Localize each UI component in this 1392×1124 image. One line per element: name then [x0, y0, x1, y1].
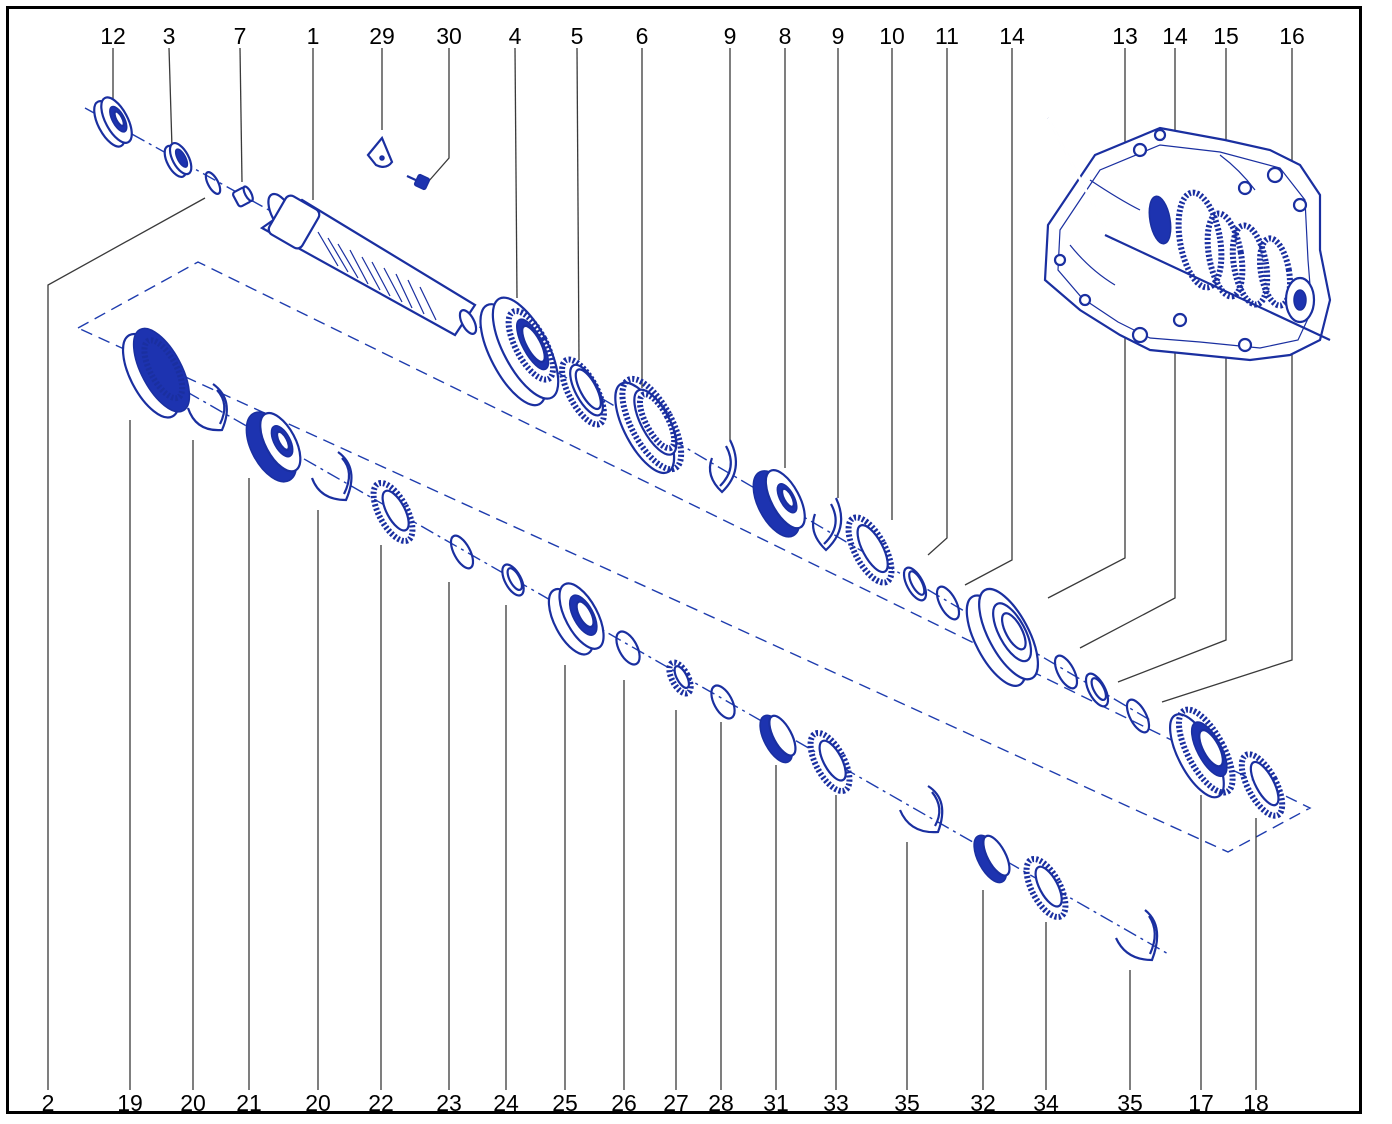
label-5: 5 [571, 23, 584, 49]
label-22: 22 [368, 1090, 394, 1116]
label-32: 32 [970, 1090, 996, 1116]
part-4-gear [479, 296, 560, 407]
label-20b: 20 [305, 1090, 331, 1116]
label-35a: 35 [894, 1090, 920, 1116]
label-19: 19 [117, 1090, 143, 1116]
part-28-washer [710, 684, 736, 720]
label-13: 13 [1112, 23, 1138, 49]
part-13-gear [965, 587, 1040, 687]
label-15: 15 [1213, 23, 1239, 49]
label-27: 27 [663, 1090, 689, 1116]
label-11: 11 [935, 23, 959, 49]
label-14b: 14 [1162, 23, 1188, 49]
leader-lines [47, 47, 1293, 1090]
part-16-washer [1125, 698, 1151, 734]
lower-axis [139, 364, 1171, 956]
part-33-synchro-ring [807, 729, 853, 795]
label-14a: 14 [999, 23, 1025, 49]
part-35-clip-b [1114, 909, 1159, 962]
part-19-sleeve [121, 327, 191, 419]
label-30: 30 [436, 23, 462, 49]
part-24-ring [501, 563, 525, 597]
part-31-synchro-ring [759, 714, 797, 764]
dashed-subassembly-outline [77, 261, 1312, 853]
part-32-synchro-ring [973, 834, 1011, 884]
label-24: 24 [493, 1090, 519, 1116]
part-10-synchro-ring [845, 514, 895, 586]
label-31: 31 [763, 1090, 789, 1116]
part-29-clip [366, 135, 394, 169]
part-8-synchro-hub [752, 469, 806, 538]
part-18-synchro-ring [1238, 751, 1286, 819]
part-12-bearing [93, 96, 133, 148]
label-3: 3 [163, 23, 176, 49]
label-33: 33 [823, 1090, 849, 1116]
part-21-synchro-hub [245, 411, 302, 483]
part-25-gear [547, 582, 605, 656]
label-18: 18 [1243, 1090, 1269, 1116]
part-11-ring [902, 566, 928, 602]
part-30-bolt [406, 173, 431, 191]
label-29: 29 [369, 23, 395, 49]
label-28: 28 [708, 1090, 734, 1116]
part-9-clip-b [811, 497, 843, 552]
part-6-gear [614, 375, 685, 475]
label-21: 21 [236, 1090, 262, 1116]
label-34: 34 [1033, 1090, 1059, 1116]
part-35-clip-a [898, 785, 944, 834]
label-16: 16 [1279, 23, 1305, 49]
label-4: 4 [509, 23, 522, 49]
part-26-washer [615, 630, 641, 666]
part-17-gear [1169, 706, 1236, 799]
part-3-ring [163, 142, 193, 178]
part-2-snap-ring [204, 171, 222, 195]
part-9-clip-a [708, 439, 738, 494]
label-1: 1 [307, 23, 320, 49]
label-17: 17 [1188, 1090, 1214, 1116]
part-15-ring [1084, 672, 1110, 708]
part-14-washer-a [935, 585, 961, 621]
label-8: 8 [779, 23, 792, 49]
part-7-bushing [232, 185, 254, 208]
bottom-labels: 2 19 20 21 20 22 23 24 25 26 27 28 31 33… [42, 1090, 1269, 1116]
part-23-washer [449, 534, 475, 570]
label-9b: 9 [832, 23, 845, 49]
part-20-clip-a [186, 383, 228, 432]
part-27-ring [666, 659, 694, 697]
label-35b: 35 [1117, 1090, 1143, 1116]
part-14-washer-b [1053, 654, 1079, 690]
label-7: 7 [234, 23, 247, 49]
label-20a: 20 [180, 1090, 206, 1116]
top-labels: 12 3 7 1 29 30 4 5 6 9 8 9 10 11 14 13 1… [100, 23, 1305, 49]
label-23: 23 [436, 1090, 462, 1116]
label-2: 2 [42, 1090, 55, 1116]
label-12: 12 [100, 23, 126, 49]
label-6: 6 [636, 23, 649, 49]
part-20-clip-b [310, 451, 353, 502]
gearbox-assembly-icon [1043, 117, 1332, 362]
label-9a: 9 [724, 23, 737, 49]
label-10: 10 [879, 23, 905, 49]
part-34-synchro-ring [1023, 855, 1069, 921]
part-5-synchro-ring [559, 356, 607, 428]
part-22-synchro-ring [370, 479, 416, 545]
label-25: 25 [552, 1090, 578, 1116]
label-26: 26 [611, 1090, 637, 1116]
part-1-main-shaft [259, 192, 478, 337]
